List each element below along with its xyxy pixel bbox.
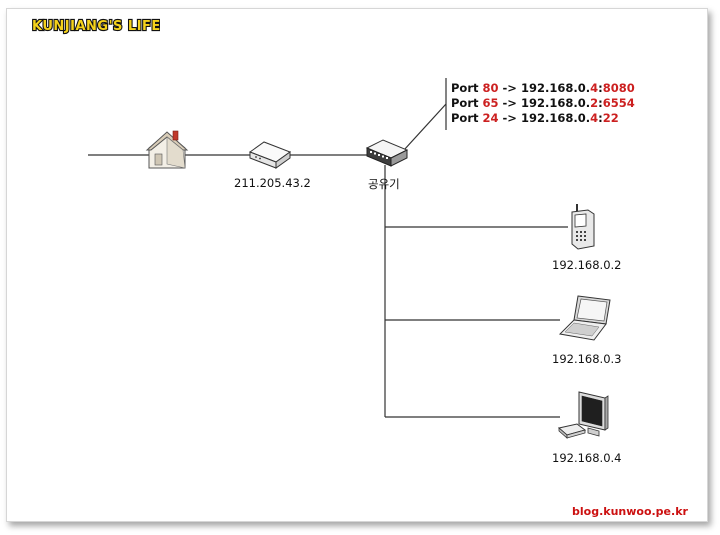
port-rule-2: Port 65 -> 192.168.0.2:6554 (451, 96, 635, 110)
router-label: 공유기 (368, 177, 400, 191)
desktop-icon (557, 391, 609, 439)
modem-ip-label: 211.205.43.2 (234, 176, 311, 190)
phone-icon (571, 204, 595, 250)
desktop-ip-label: 192.168.0.4 (552, 451, 622, 465)
logo-text: KUNJIANG'S LIFE (32, 19, 160, 34)
modem-icon (248, 141, 292, 169)
port-rule-3: Port 24 -> 192.168.0.4:22 (451, 111, 619, 125)
house-icon (145, 130, 189, 169)
phone-ip-label: 192.168.0.2 (552, 258, 622, 272)
laptop-icon (558, 295, 611, 341)
blog-url: blog.kunwoo.pe.kr (572, 505, 688, 518)
router-icon (365, 139, 409, 167)
port-rule-1: Port 80 -> 192.168.0.4:8080 (451, 81, 635, 95)
port-forward-rules: Port 80 -> 192.168.0.4:8080 Port 65 -> 1… (451, 81, 635, 126)
diagram-canvas (6, 8, 708, 522)
blog-logo: KUNJIANG'S LIFE (31, 18, 160, 35)
laptop-ip-label: 192.168.0.3 (552, 352, 622, 366)
